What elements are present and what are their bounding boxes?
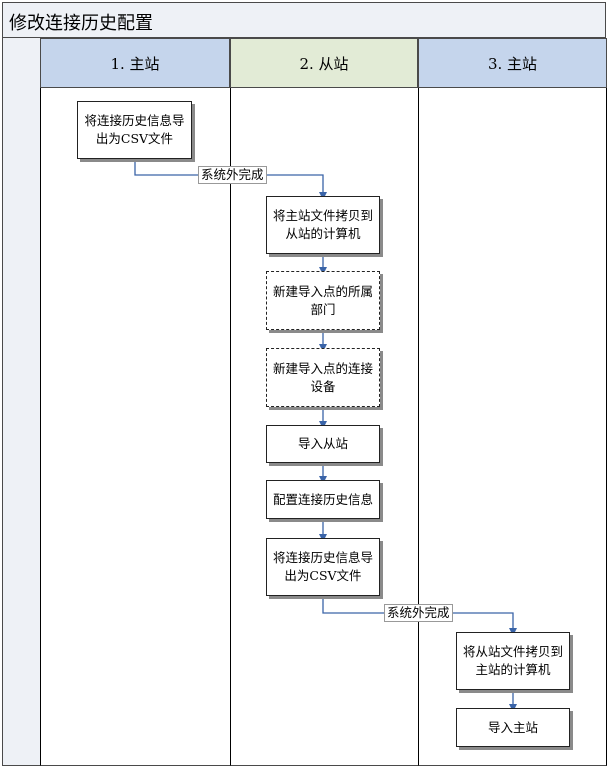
left-gutter [2, 38, 40, 766]
step-import-master: 导入主站 [456, 708, 570, 747]
step-export-slave: 将连接历史信息导 出为CSV文件 [266, 538, 380, 596]
step-export-master: 将连接历史信息导 出为CSV文件 [77, 101, 192, 159]
step-export-master-line1: 将连接历史信息导 [84, 113, 185, 128]
diagram-title: 修改连接历史配置 [9, 13, 153, 34]
step-new-dept-line2: 部门 [310, 301, 336, 317]
step-new-dept: 新建导入点的所属 部门 [266, 271, 380, 330]
step-export-slave-line1: 将连接历史信息导 [272, 550, 373, 565]
step-new-device-line1: 新建导入点的连接 [272, 360, 373, 376]
step-new-dept-line1: 新建导入点的所属 [272, 283, 373, 299]
step-copy-to-master: 将从站文件拷贝到 主站的计算机 [456, 632, 570, 690]
step-new-device-line2: 设备 [310, 378, 336, 394]
step-new-device: 新建导入点的连接 设备 [266, 348, 380, 407]
lane-label-master-1: 1. 主站 [110, 54, 160, 73]
lane-body-master-1 [40, 88, 230, 766]
connector-label-outside-1: 系统外完成 [198, 166, 267, 184]
step-copy-to-master-line2: 主站的计算机 [475, 662, 551, 677]
lane-header-master-1: 1. 主站 [40, 38, 230, 88]
step-export-slave-line2: 出为CSV文件 [284, 568, 362, 583]
connector-label-outside-2: 系统外完成 [384, 604, 453, 622]
step-import-slave: 导入从站 [266, 425, 380, 463]
step-export-master-line2: 出为CSV文件 [95, 131, 174, 146]
step-import-slave-label: 导入从站 [297, 436, 348, 451]
step-copy-to-master-line1: 将从站文件拷贝到 [462, 644, 563, 659]
step-copy-to-slave-line1: 将主站文件拷贝到 [272, 208, 373, 223]
step-import-master-label: 导入主站 [487, 719, 538, 735]
step-copy-to-slave: 将主站文件拷贝到 从站的计算机 [266, 196, 380, 254]
step-config-history: 配置连接历史信息 [266, 480, 380, 519]
lane-label-master-3: 3. 主站 [487, 54, 538, 73]
lane-label-slave: 2. 从站 [299, 54, 349, 73]
step-config-history-label: 配置连接历史信息 [272, 491, 373, 507]
lane-header-slave: 2. 从站 [230, 38, 418, 88]
lane-header-master-3: 3. 主站 [418, 38, 607, 88]
diagram-title-bar: 修改连接历史配置 [2, 2, 606, 38]
step-copy-to-slave-line2: 从站的计算机 [285, 226, 361, 241]
